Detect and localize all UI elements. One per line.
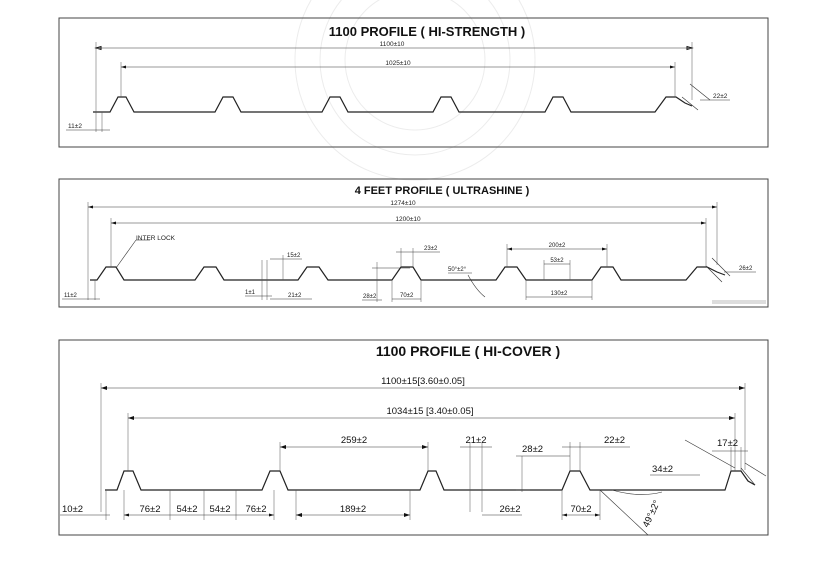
dim-cover: 1025±10 <box>385 60 411 67</box>
cropped-note <box>712 300 766 304</box>
dim-53: 53±2 <box>550 258 564 264</box>
label-interlock: INTER LOCK <box>136 235 176 242</box>
dim-base: 11±2 <box>68 123 82 130</box>
dim-21: 21±2 <box>465 435 486 446</box>
dim-17: 17±2 <box>717 438 738 449</box>
dim-angle: 50°±2° <box>448 267 467 273</box>
dim-28: 28±2 <box>522 444 543 455</box>
dim-1: 1±1 <box>245 290 256 296</box>
panel-hi-strength: 1100 PROFILE ( HI-STRENGTH ) 1100±10 102… <box>58 17 769 148</box>
dim-overall: 1274±10 <box>390 200 416 207</box>
dim-26: 26±2 <box>739 266 753 272</box>
profile-outline <box>90 266 726 281</box>
watermark-seal <box>294 0 536 181</box>
panel-title: 4 FEET PROFILE ( ULTRASHINE ) <box>355 185 530 197</box>
dim-70: 70±2 <box>400 293 414 299</box>
dim-overall: 1100±10 <box>380 41 405 48</box>
panel-border <box>58 17 769 148</box>
panel-ultrashine: 4 FEET PROFILE ( ULTRASHINE ) 1274±10 12… <box>58 178 769 308</box>
dim-26: 26±2 <box>499 504 520 515</box>
profile-outline <box>105 470 756 491</box>
panel-hi-cover: 1100 PROFILE ( HI-COVER ) 1100±15[3.60±0… <box>58 339 769 536</box>
dim-height: 22±2 <box>713 93 728 100</box>
dim-overall: 1100±15[3.60±0.05] <box>381 376 465 387</box>
dim-23: 23±2 <box>424 246 438 252</box>
panel-title: 1100 PROFILE ( HI-STRENGTH ) <box>329 24 525 39</box>
dim-76a: 76±2 <box>139 504 160 515</box>
dim-21: 21±2 <box>288 293 302 299</box>
dim-angle: 49°±2° <box>641 498 663 529</box>
dim-base: 11±2 <box>64 293 78 299</box>
dim-70: 70±2 <box>570 504 591 515</box>
dim-54a: 54±2 <box>176 504 197 515</box>
dim-76b: 76±2 <box>245 504 266 515</box>
panel-border <box>58 339 769 536</box>
dim-54b: 54±2 <box>209 504 230 515</box>
dim-cover: 1034±15 [3.40±0.05] <box>386 406 473 417</box>
dim-base: 10±2 <box>62 504 83 515</box>
profile-outline <box>93 96 693 113</box>
dim-15: 15±2 <box>287 253 301 259</box>
panel-border <box>58 178 769 308</box>
panel-title: 1100 PROFILE ( HI-COVER ) <box>376 343 560 359</box>
dim-34: 34±2 <box>652 464 673 475</box>
dim-130: 130±2 <box>551 291 568 297</box>
dim-cover: 1200±10 <box>395 216 421 223</box>
dim-200: 200±2 <box>549 243 566 249</box>
dim-259: 259±2 <box>341 435 367 446</box>
dim-22: 22±2 <box>604 435 625 446</box>
dim-28: 28±2 <box>363 294 377 300</box>
dim-189: 189±2 <box>340 504 366 515</box>
